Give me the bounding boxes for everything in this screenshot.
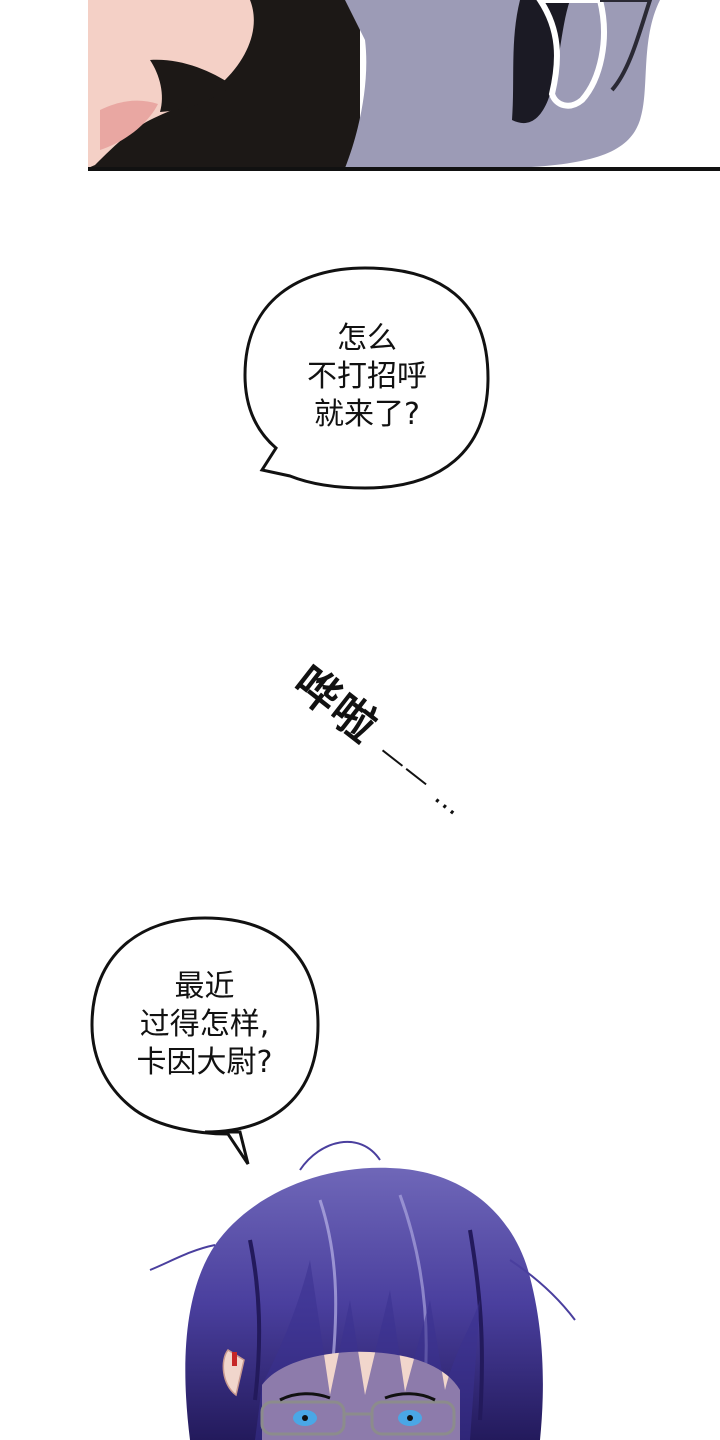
hair-shadow xyxy=(248,1239,262,1401)
speech-bubble-1 xyxy=(243,266,490,490)
bubble-2-line: 卡因大尉? xyxy=(136,1045,273,1080)
face-shading xyxy=(100,100,158,150)
hair-strand xyxy=(149,1244,216,1271)
glasses-left-lens xyxy=(260,1400,346,1436)
bubble-1-line: 怎么 xyxy=(337,321,397,356)
hair-shadow xyxy=(468,1229,484,1421)
top-panel xyxy=(0,0,720,175)
lips-shadow xyxy=(150,59,232,112)
bubble-1-text: 怎么 不打招呼 就来了? xyxy=(262,320,472,434)
hair-strand xyxy=(299,1141,381,1171)
bubble-2-line: 最近 xyxy=(174,969,235,1004)
coat-highlight xyxy=(536,0,607,109)
ear xyxy=(222,1349,245,1397)
left-pupil xyxy=(302,1415,308,1421)
hair-strand xyxy=(509,1259,576,1321)
earring xyxy=(232,1352,237,1366)
bubble-1-line: 不打招呼 xyxy=(307,359,427,394)
coat xyxy=(345,0,660,168)
bubble-2-text: 最近 过得怎样, 卡因大尉? xyxy=(102,968,307,1082)
right-brow xyxy=(384,1392,436,1402)
left-brow xyxy=(279,1392,331,1402)
speech-bubble-2 xyxy=(90,916,320,1165)
glasses-right-lens xyxy=(370,1400,456,1436)
bubble-1-line: 就来了? xyxy=(314,397,420,432)
right-pupil xyxy=(407,1415,413,1421)
coat-fold xyxy=(600,0,653,92)
bubble-2-line: 过得怎样, xyxy=(139,1007,270,1042)
